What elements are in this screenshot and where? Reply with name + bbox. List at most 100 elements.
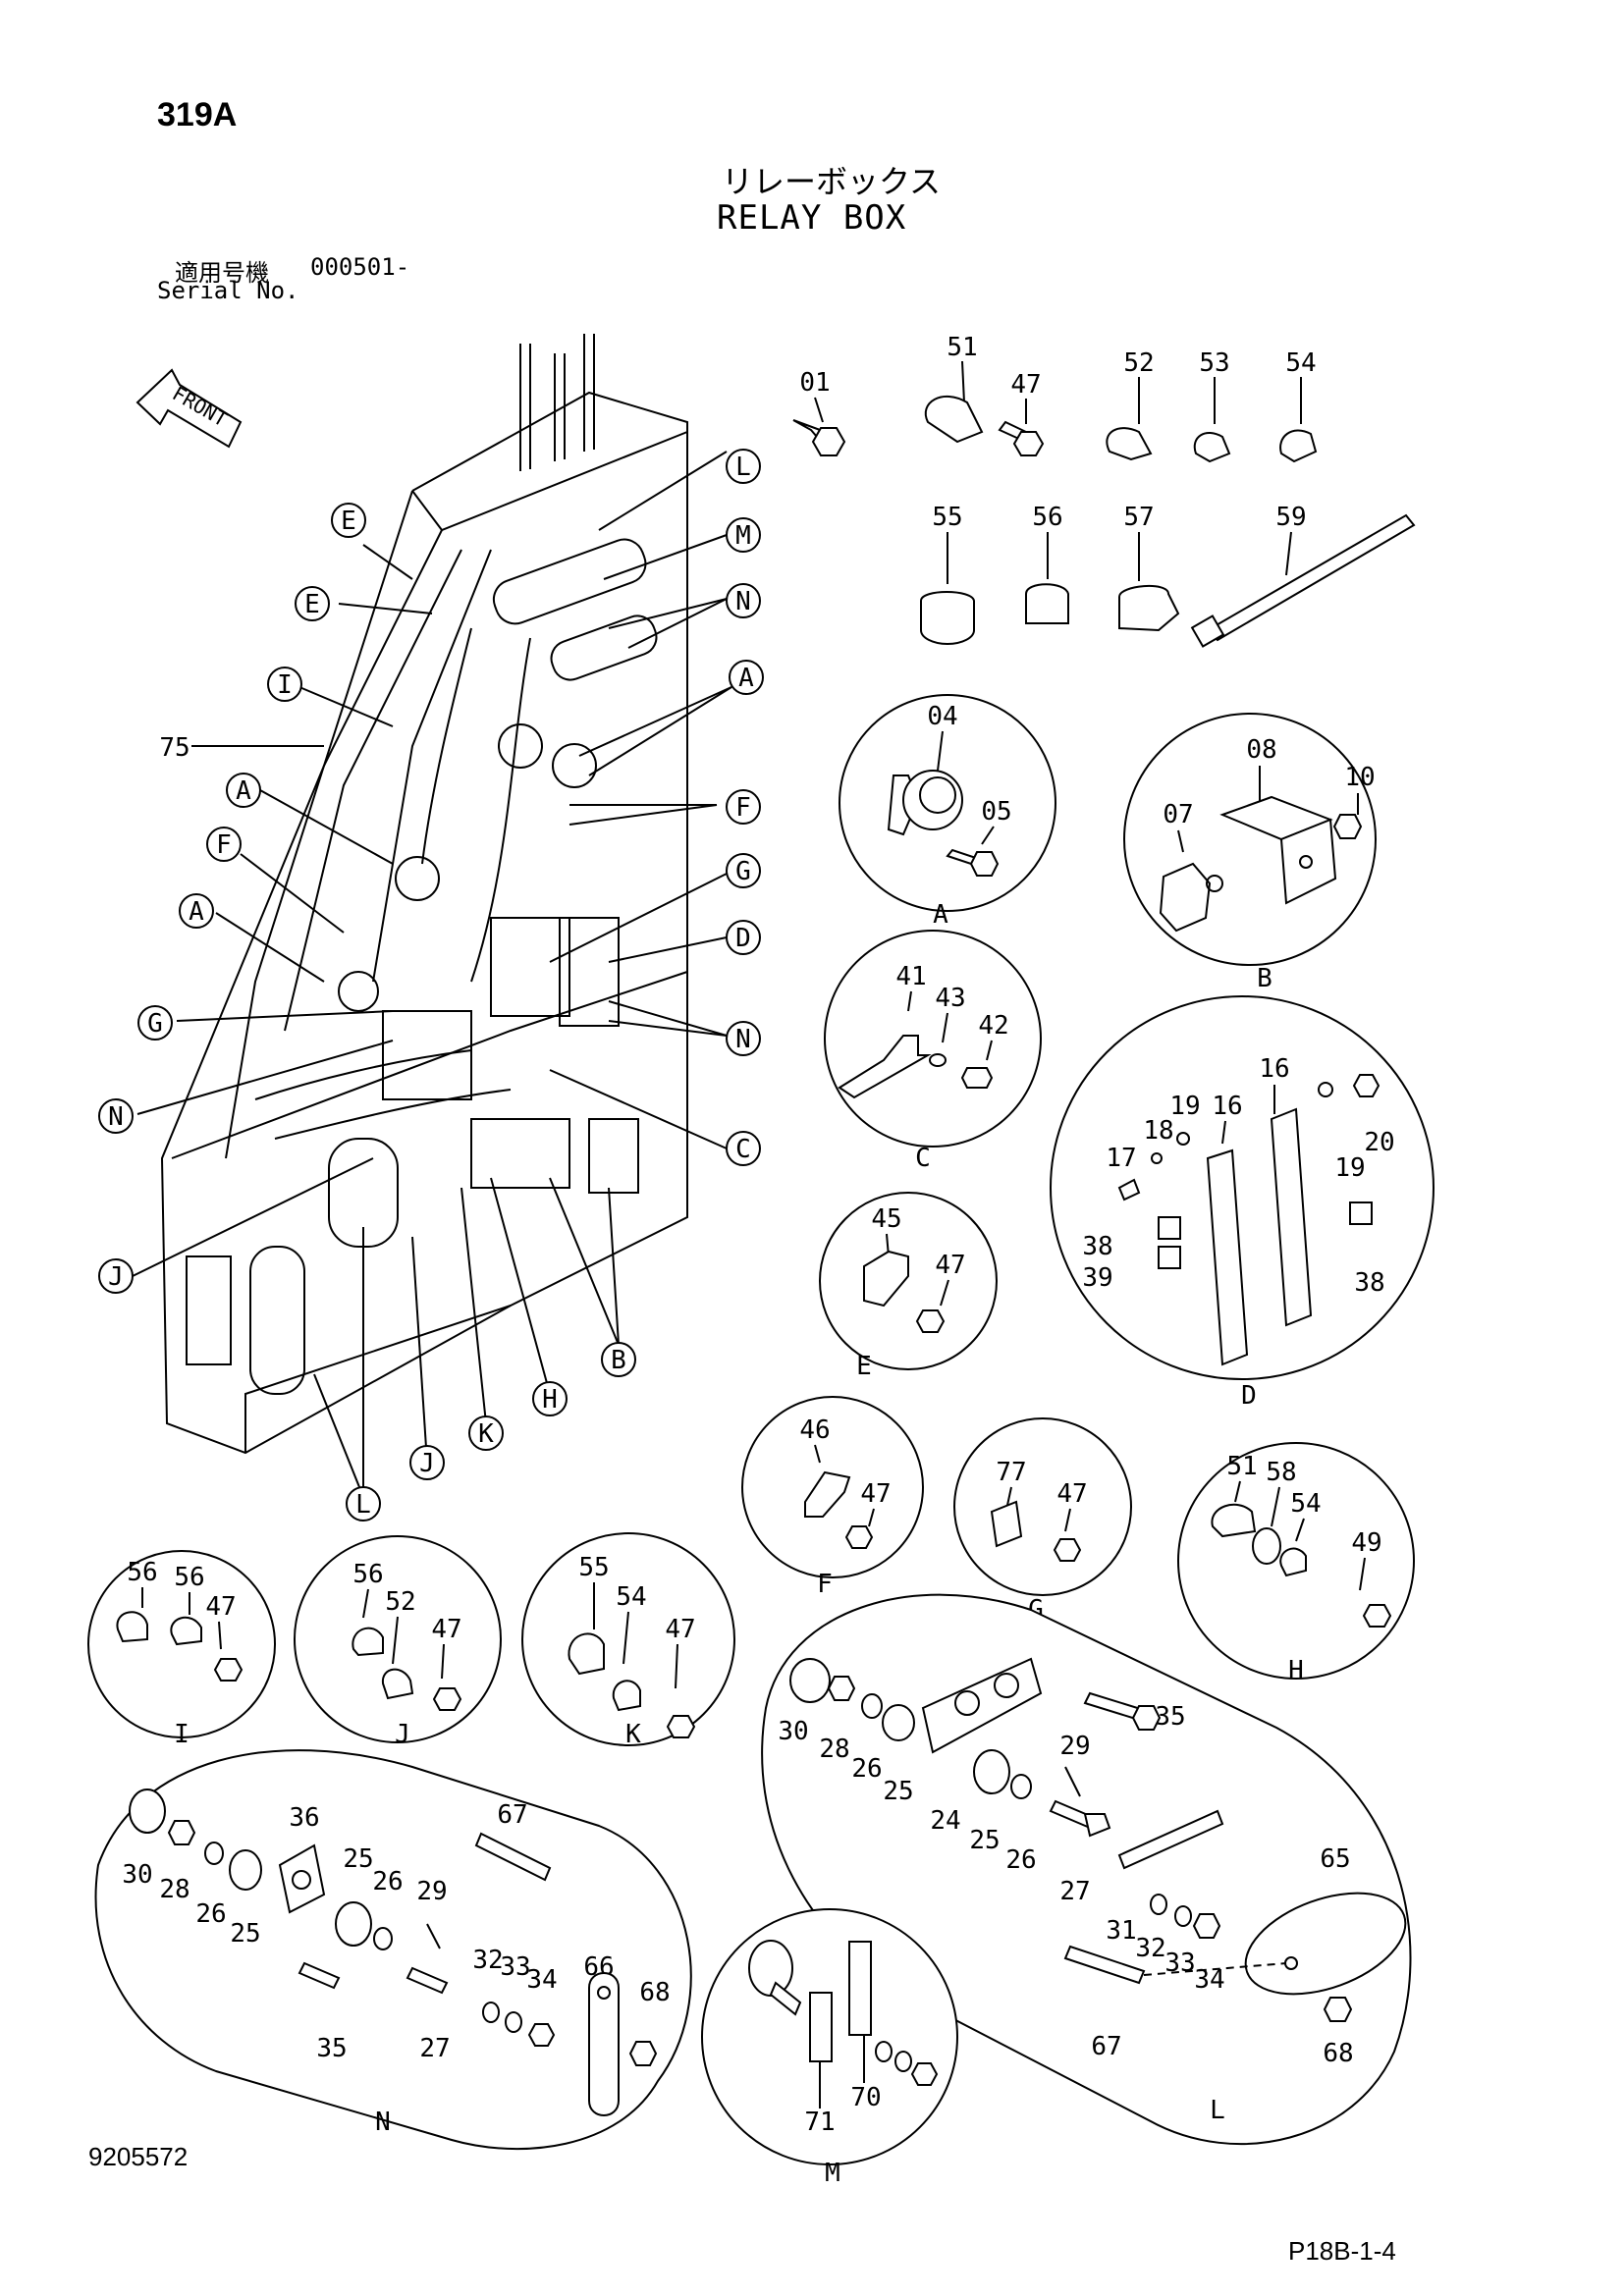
svg-text:28: 28 — [819, 1735, 849, 1764]
svg-text:29: 29 — [416, 1877, 447, 1906]
svg-text:54: 54 — [1290, 1489, 1321, 1519]
svg-text:07: 07 — [1163, 800, 1193, 829]
svg-text:32: 32 — [472, 1946, 503, 1975]
svg-text:I: I — [277, 670, 293, 700]
svg-text:19: 19 — [1169, 1092, 1200, 1121]
svg-text:47: 47 — [1056, 1479, 1087, 1509]
svg-text:27: 27 — [1059, 1877, 1090, 1906]
leader-lines — [132, 451, 732, 1498]
svg-text:71: 71 — [804, 2108, 835, 2137]
svg-text:58: 58 — [1266, 1458, 1296, 1487]
callout-N-right: N — [726, 1021, 761, 1056]
svg-text:51: 51 — [947, 333, 977, 362]
detail-D-caption: D — [1241, 1381, 1257, 1411]
svg-text:55: 55 — [578, 1553, 609, 1582]
svg-text:39: 39 — [1082, 1263, 1112, 1293]
detail-J-caption: J — [395, 1720, 410, 1749]
callout-A-right: A — [729, 660, 764, 695]
detail-F-caption: F — [817, 1570, 833, 1599]
svg-text:26: 26 — [851, 1754, 882, 1784]
svg-text:47: 47 — [1010, 370, 1041, 400]
svg-text:47: 47 — [935, 1251, 965, 1280]
svg-text:B: B — [611, 1346, 626, 1375]
svg-text:54: 54 — [1285, 348, 1316, 378]
detail-N-caption: N — [375, 2108, 391, 2137]
svg-text:38: 38 — [1354, 1268, 1384, 1298]
page-title: RELAY BOX — [717, 198, 907, 238]
svg-text:33: 33 — [1164, 1949, 1195, 1978]
detail-E-caption: E — [856, 1352, 872, 1381]
callout-K: K — [468, 1415, 504, 1451]
callout-N-top: N — [726, 583, 761, 618]
svg-text:04: 04 — [927, 702, 957, 731]
callout-G-left: G — [137, 1005, 173, 1041]
part-56-clamp: 56 — [1025, 503, 1069, 624]
detail-C-caption: C — [915, 1144, 931, 1173]
svg-text:J: J — [419, 1449, 435, 1478]
callout-F-right: F — [726, 789, 761, 825]
svg-text:36: 36 — [289, 1803, 319, 1833]
title-japanese: リレーボックス — [722, 163, 942, 200]
sheet-number: P18B-1-4 — [1288, 2236, 1396, 2266]
svg-text:A: A — [189, 897, 204, 927]
svg-text:77: 77 — [996, 1458, 1026, 1487]
svg-text:68: 68 — [639, 1978, 670, 2007]
svg-text:E: E — [304, 590, 320, 619]
svg-text:M: M — [735, 521, 751, 551]
callout-J-bottom: J — [409, 1445, 445, 1480]
callout-E-lower: E — [295, 586, 330, 621]
detail-M-caption: M — [825, 2159, 840, 2188]
svg-text:08: 08 — [1246, 735, 1276, 765]
detail-B-caption: B — [1257, 964, 1272, 993]
part-55-clamp: 55 — [920, 503, 975, 645]
svg-text:L: L — [735, 453, 751, 482]
serial-number-value: 000501- — [310, 253, 410, 281]
svg-text:75: 75 — [159, 733, 189, 763]
svg-text:47: 47 — [665, 1615, 695, 1644]
callout-J-left: J — [98, 1258, 134, 1294]
svg-text:26: 26 — [195, 1899, 226, 1929]
detail-F: 46 47 F — [741, 1396, 924, 1599]
detail-K-caption: K — [625, 1720, 641, 1749]
part-51-clamp: 51 — [924, 333, 984, 444]
svg-text:10: 10 — [1344, 763, 1375, 792]
svg-text:N: N — [735, 587, 751, 616]
front-arrow-icon: FRONT — [135, 368, 243, 449]
svg-text:F: F — [216, 830, 232, 860]
svg-text:51: 51 — [1226, 1452, 1257, 1481]
detail-G: 77 47 G — [953, 1417, 1132, 1625]
detail-I-caption: I — [174, 1720, 189, 1749]
svg-text:55: 55 — [932, 503, 962, 532]
detail-K: 55 54 47 K — [521, 1532, 735, 1749]
svg-text:53: 53 — [1199, 348, 1229, 378]
svg-text:67: 67 — [497, 1800, 527, 1830]
svg-text:56: 56 — [352, 1560, 383, 1589]
svg-text:K: K — [478, 1419, 494, 1449]
svg-text:N: N — [108, 1102, 124, 1132]
detail-B: 08 10 07 B — [1123, 713, 1377, 993]
svg-text:G: G — [147, 1009, 163, 1039]
detail-I: 56 56 47 I — [87, 1550, 276, 1749]
detail-H-caption: H — [1288, 1656, 1304, 1685]
part-01: 01 — [792, 368, 846, 456]
serial-label: Serial No. — [157, 277, 299, 304]
svg-text:70: 70 — [850, 2083, 881, 2112]
callout-D: D — [726, 920, 761, 955]
detail-A: 04 05 A — [839, 694, 1056, 930]
svg-text:57: 57 — [1123, 503, 1154, 532]
part-54-clamp: 54 — [1279, 348, 1318, 463]
callout-G-right: G — [726, 853, 761, 888]
svg-text:56: 56 — [127, 1558, 157, 1587]
part-53-clamp: 53 — [1193, 348, 1231, 463]
svg-text:32: 32 — [1135, 1934, 1165, 1963]
callout-N-left: N — [98, 1098, 134, 1134]
callout-H: H — [532, 1381, 568, 1416]
svg-text:E: E — [341, 507, 356, 536]
svg-text:33: 33 — [500, 1952, 530, 1982]
svg-text:01: 01 — [799, 368, 830, 398]
part-75-label: 75 — [159, 733, 189, 763]
detail-C: 41 43 42 C — [824, 930, 1042, 1173]
detail-A-caption: A — [933, 900, 948, 930]
svg-text:68: 68 — [1323, 2039, 1353, 2068]
callout-I: I — [267, 667, 302, 702]
